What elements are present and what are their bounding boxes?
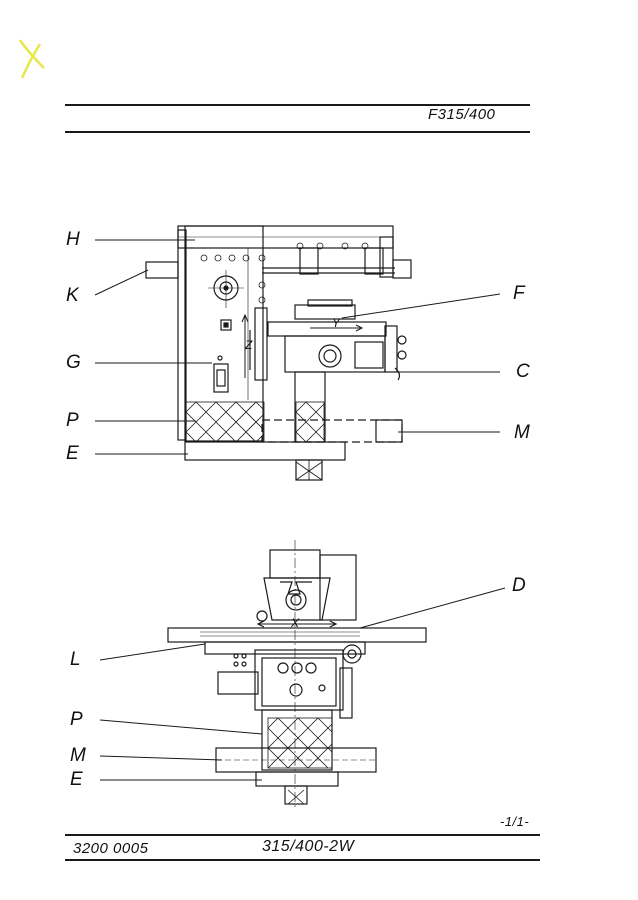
page-number: -1/1- — [500, 814, 530, 829]
label-k: K — [66, 285, 79, 306]
axis-z: Z — [245, 338, 253, 352]
label-d: D — [512, 575, 526, 596]
label-p-side: P — [66, 410, 79, 431]
leader-lines-front — [99, 587, 506, 781]
leader-lines-side — [94, 239, 501, 455]
label-c: C — [516, 361, 530, 382]
highlight-mark — [18, 39, 45, 79]
drawing-code: F315/400 — [428, 106, 496, 123]
label-m-side: M — [514, 422, 530, 443]
label-e-front: E — [70, 769, 83, 790]
label-f: F — [513, 283, 525, 304]
label-p-front: P — [70, 709, 83, 730]
axis-y: Y — [332, 316, 341, 330]
label-m-front: M — [70, 745, 86, 766]
hatch-p-side — [185, 401, 325, 481]
axis-arrows-side — [241, 313, 364, 378]
document-number: 3200 0005 — [73, 840, 149, 857]
label-l: L — [70, 649, 81, 670]
label-e-side: E — [66, 443, 79, 464]
model-number: 315/400-2W — [262, 838, 355, 855]
axis-x: X — [291, 616, 300, 630]
label-g: G — [66, 352, 81, 373]
label-h: H — [66, 229, 80, 250]
hatch-p-front — [267, 717, 333, 805]
side-view — [145, 225, 412, 481]
